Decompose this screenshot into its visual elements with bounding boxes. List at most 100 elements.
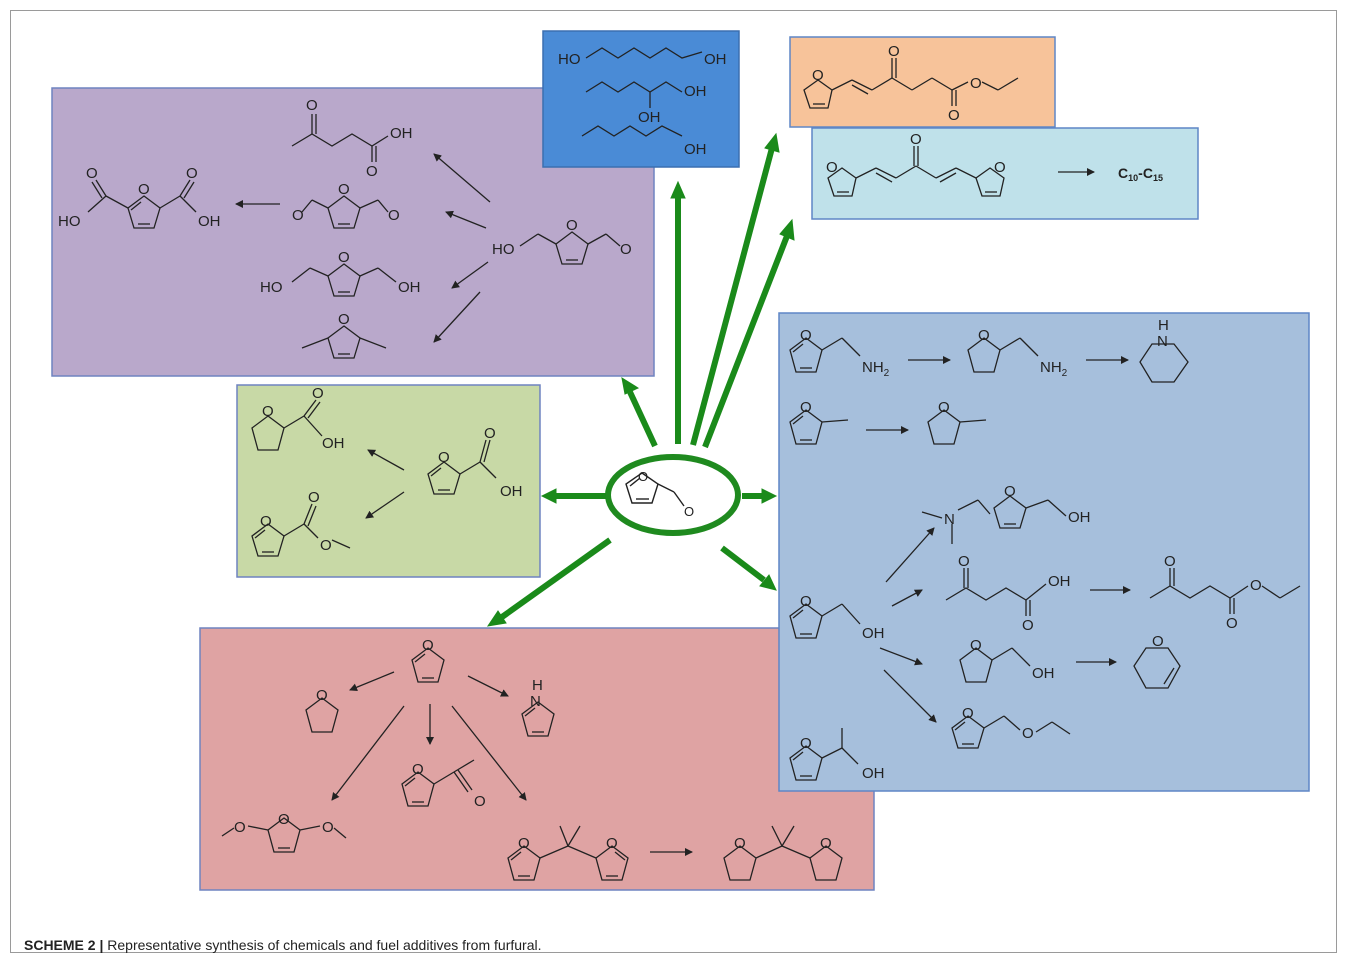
right-ethyl-furfuryl-ether — [951, 715, 1071, 749]
furyl-ethanol-ring-o: O — [800, 735, 812, 752]
hmf-o: O — [620, 241, 632, 258]
furfural-aldehyde-o: O — [684, 504, 694, 519]
pyrrole-h: H — [532, 677, 543, 694]
orange-carbonyl-o: O — [948, 107, 960, 124]
red-dimethoxyfuran — [221, 817, 347, 853]
red-furan — [411, 647, 445, 683]
right-thfa — [959, 647, 1117, 683]
right-thf-amine — [967, 337, 1129, 373]
lev-right-oh: OH — [1048, 573, 1071, 590]
diol-oh: OH — [704, 51, 727, 68]
green-methyl-furoate — [251, 503, 351, 557]
lev-right-acid-o: O — [1022, 617, 1034, 634]
teal-ketone-o: O — [910, 131, 922, 148]
dmof-o-right: O — [322, 819, 334, 836]
purple-dff — [301, 195, 389, 229]
thfa-right-ring-o: O — [970, 637, 982, 654]
pentanol-oh: OH — [684, 141, 707, 158]
diol2-oh-end: OH — [684, 83, 707, 100]
diol-ho: HO — [558, 51, 581, 68]
teal-ring-o-right: O — [994, 159, 1006, 176]
lev-acid-o: O — [366, 163, 378, 180]
red-dithfpropane — [723, 825, 843, 881]
right-methylfuran — [789, 409, 909, 445]
purple-fdca — [87, 179, 197, 229]
fdca-ring-o: O — [138, 181, 150, 198]
red-box — [199, 627, 875, 891]
pyrrole-n: N — [530, 693, 541, 710]
orange-ring-o: O — [812, 67, 824, 84]
diol2-oh-mid: OH — [638, 109, 661, 126]
red-arrows — [331, 671, 527, 801]
purple-hmf — [519, 231, 621, 265]
lev-ketone-o: O — [306, 97, 318, 114]
right-furfuryl-alcohol — [789, 527, 937, 723]
fa-amine-ring-o: O — [800, 327, 812, 344]
red-pyrrole — [521, 701, 555, 737]
fa-amine-nh2: NH2 — [862, 359, 890, 379]
right-methylthf — [927, 409, 987, 445]
atom-labels: O OH O O O O HO OH O O O O HO O O HO OH … — [58, 43, 1262, 852]
green-arrows-small — [365, 449, 405, 519]
orange-ketone-o: O — [888, 43, 900, 60]
dmof-ring-o: O — [278, 811, 290, 828]
right-ethyl-levulinate — [1149, 568, 1301, 614]
dff-o-right: O — [388, 207, 400, 224]
lev-oh: OH — [390, 125, 413, 142]
thf-ring-o: O — [316, 687, 328, 704]
right-levulinic-acid — [945, 568, 1131, 616]
furoate-o: O — [308, 489, 320, 506]
dff-ring-o: O — [338, 181, 350, 198]
caption-text: Representative synthesis of chemicals an… — [103, 937, 542, 953]
lev-right-ketone-o: O — [958, 553, 970, 570]
blue-top-box — [542, 30, 740, 168]
furoic-oh: OH — [500, 483, 523, 500]
fa-ring-o: O — [800, 593, 812, 610]
thfa-right-oh: OH — [1032, 665, 1055, 682]
green-furoic-acid — [427, 439, 497, 495]
dmof-o-left: O — [234, 819, 246, 836]
c10-c15-label: C10-C15 — [1118, 165, 1163, 183]
right-dimethylaminomethyl-furan — [921, 495, 1067, 544]
dimethylamino-n: N — [944, 511, 955, 528]
fdca-oh: OH — [198, 213, 221, 230]
thf-amine-nh2: NH2 — [1040, 359, 1068, 379]
right-piperidine — [1139, 343, 1189, 383]
orange-box — [789, 36, 1056, 128]
right-furfurylamine — [789, 337, 951, 373]
figure-frame — [10, 10, 1337, 953]
furfural-center: O O — [605, 454, 741, 536]
acetylfuran-o: O — [474, 793, 486, 810]
hmf-ho: HO — [492, 241, 515, 258]
furoic-ring-o: O — [438, 449, 450, 466]
purple-bhmf — [291, 263, 397, 297]
fa-oh: OH — [862, 625, 885, 642]
fdca-ho: HO — [58, 213, 81, 230]
ether-o: O — [1022, 725, 1034, 742]
acetylfuran-ring-o: O — [412, 761, 424, 778]
amino-furan-oh: OH — [1068, 509, 1091, 526]
thf-acid-oh: OH — [322, 435, 345, 452]
right-furyl-ethanol — [789, 728, 859, 781]
bhmf-oh: OH — [398, 279, 421, 296]
methylfuran-ring-o: O — [800, 399, 812, 416]
thfa-ring-o: O — [262, 403, 274, 420]
dmf-ring-o: O — [338, 311, 350, 328]
blue-right-box — [778, 312, 1310, 792]
thf-acid-o: O — [312, 385, 324, 402]
figure-caption: SCHEME 2 | Representative synthesis of c… — [24, 937, 542, 953]
orange-furyl-ester — [803, 58, 1019, 109]
purple-dmf — [301, 325, 387, 359]
furyl-ethanol-oh: OH — [862, 765, 885, 782]
piperidine-n: N — [1157, 333, 1168, 350]
dthfp-ring-o-right: O — [820, 835, 832, 852]
teal-ring-o-left: O — [826, 159, 838, 176]
purple-levulinic-acid — [291, 114, 389, 162]
bhmf-ho: HO — [260, 279, 283, 296]
furoate-ester-o: O — [320, 537, 332, 554]
green-box — [236, 384, 541, 578]
bhmf-ring-o: O — [338, 249, 350, 266]
hmf-ring-o: O — [566, 217, 578, 234]
blue-top-structures — [581, 47, 703, 137]
